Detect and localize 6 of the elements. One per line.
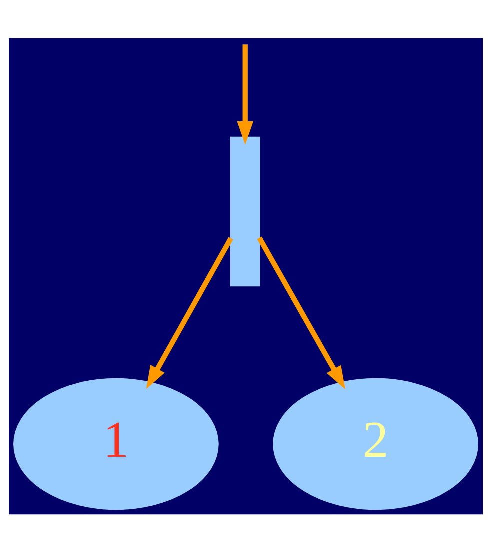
arrow: [236, 44, 254, 145]
node-bar: [230, 136, 260, 287]
node-ellipse: 2: [272, 378, 478, 510]
arrow: [256, 236, 345, 390]
arrow: [146, 237, 233, 390]
node-ellipse: 1: [13, 378, 218, 510]
